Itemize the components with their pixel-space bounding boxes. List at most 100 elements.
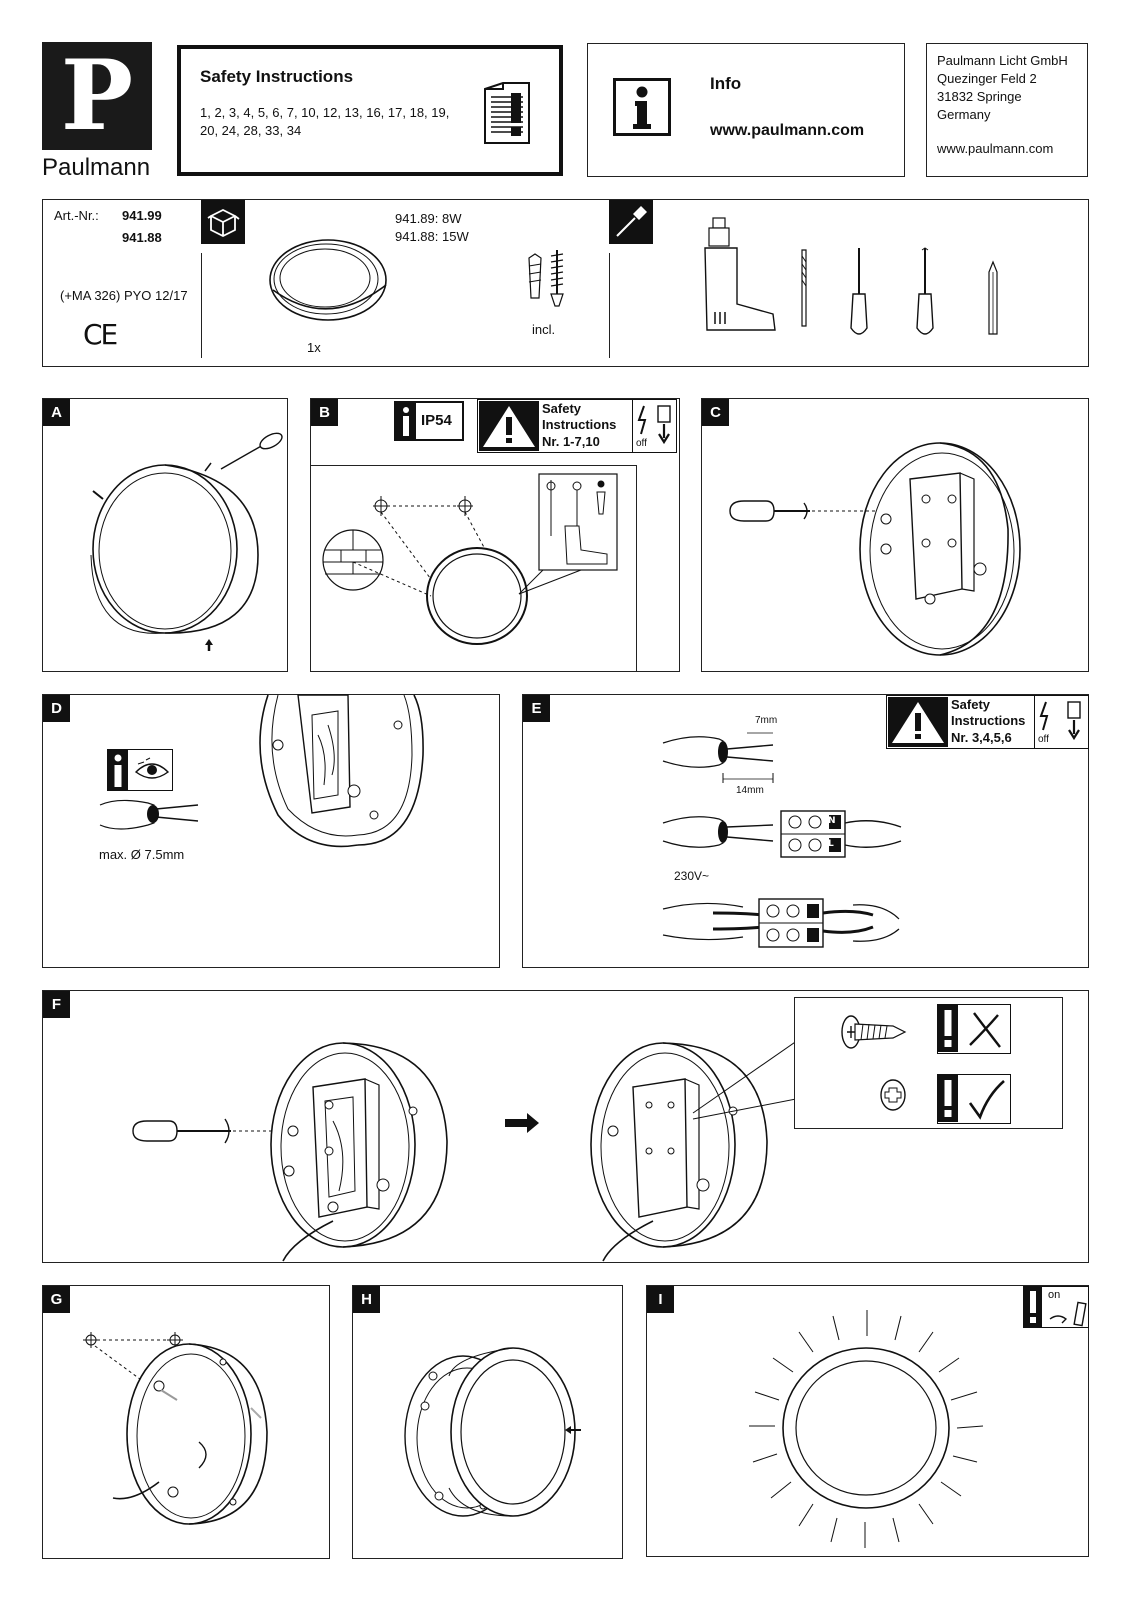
safety-list-line1: 1, 2, 3, 4, 5, 6, 7, 10, 12, 13, 16, 17,…: [200, 105, 450, 120]
dowel-screw-icon: [528, 250, 564, 307]
instructions-label: Instructions: [542, 417, 617, 432]
included-label: incl.: [532, 322, 556, 337]
open-housing-illustration: [729, 442, 1021, 656]
step-label-d: D: [43, 695, 70, 722]
step-a-panel: A: [42, 398, 288, 672]
divider: [609, 253, 610, 358]
article-number-1: 941.99: [122, 208, 162, 223]
terminal-block-illustration: [662, 810, 902, 858]
variant-2: 941.88: 15W: [395, 229, 469, 244]
power-on-badge: on: [1023, 1286, 1089, 1328]
exclamation-icon: [938, 1005, 958, 1052]
instructions-label: Instructions: [951, 713, 1026, 728]
step-label-h: H: [353, 1286, 380, 1313]
wall-mounting-illustration: [322, 473, 618, 645]
power-off-icon: [1039, 701, 1081, 741]
long-screw-icon: [841, 1015, 907, 1049]
safety-list-line2: 20, 24, 28, 33, 34: [200, 123, 302, 138]
warning-triangle-icon: [888, 697, 948, 747]
info-title: Info: [710, 74, 742, 93]
power-off-icon: [637, 405, 671, 445]
ce-mark: CE: [83, 318, 118, 351]
step-label-b: B: [311, 399, 338, 426]
step-c-panel: C: [701, 398, 1089, 672]
article-row: Art.-Nr.: 941.99 941.88 (+MA 326) PYO 12…: [42, 199, 1089, 367]
step-label-c: C: [702, 399, 729, 426]
brand-name: Paulmann: [42, 154, 151, 181]
step-e-panel: E Safety Instructions Nr. 3,4,5,6 off 7m…: [522, 694, 1089, 968]
pencil-icon: [988, 260, 998, 335]
article-label: Art.-Nr.:: [54, 208, 99, 223]
address-line3: 31832 Springe: [937, 89, 1022, 104]
step-label-g: G: [43, 1286, 70, 1313]
step-label-f: F: [43, 991, 70, 1018]
cable-illustration: [99, 799, 199, 830]
exclamation-icon: [938, 1075, 958, 1122]
correct-badge: [937, 1074, 1011, 1124]
checkmark-icon: [968, 1080, 1005, 1120]
cover-mounting-illustration: [404, 1347, 581, 1517]
strip-length-14mm: 14mm: [736, 785, 764, 796]
info-icon: [396, 403, 416, 439]
flat-screwdriver-icon: [850, 248, 868, 335]
info-box: Info www.paulmann.com: [587, 43, 905, 177]
step-label-a: A: [43, 399, 70, 426]
safety-warning-badge: Safety Instructions Nr. 3,4,5,6 off: [886, 695, 1089, 749]
housing-illustration: [259, 694, 424, 848]
safety-numbers: Nr. 3,4,5,6: [951, 730, 1012, 745]
address-box: Paulmann Licht GmbH Quezinger Feld 2 318…: [926, 43, 1088, 177]
closed-housing-illustration: [590, 1042, 768, 1262]
quantity: 1x: [307, 340, 321, 355]
address-line1: Paulmann Licht GmbH: [937, 53, 1068, 68]
package-icon: [201, 200, 245, 244]
housing-screw-illustration: [132, 1042, 448, 1262]
step-h-panel: H: [352, 1285, 623, 1559]
safety-warning-badge: Safety Instructions Nr. 1-7,10 off: [477, 399, 677, 453]
screw-callout: [794, 997, 1063, 1129]
address-url[interactable]: www.paulmann.com: [937, 141, 1054, 156]
screw-head-icon: [880, 1079, 906, 1111]
neutral-label: N: [828, 816, 836, 826]
mounting-detail: [310, 465, 637, 672]
ip-rating: IP54: [421, 412, 452, 429]
step-i-panel: I on: [646, 1285, 1089, 1557]
light-on-illustration: [749, 1310, 984, 1548]
lamp-illustration: [90, 432, 283, 651]
exclamation-icon: [1024, 1287, 1042, 1327]
info-icon: [108, 750, 128, 790]
wrong-badge: [937, 1004, 1011, 1054]
live-label: L: [828, 839, 834, 849]
info-url[interactable]: www.paulmann.com: [710, 122, 865, 139]
document-warning-icon: [484, 82, 530, 144]
wall-fixing-illustration: [83, 1332, 268, 1525]
off-label: off: [1038, 734, 1049, 745]
safety-label: Safety: [951, 697, 991, 712]
drill-icon: [704, 217, 776, 331]
drill-bit-icon: [801, 249, 807, 327]
on-label: on: [1048, 1289, 1061, 1301]
arrow-right-icon: [505, 1113, 539, 1133]
eye-icon: [134, 757, 170, 779]
luminaire-illustration: [269, 239, 387, 321]
address-line2: Quezinger Feld 2: [937, 71, 1037, 86]
cable-strip-illustration: [662, 732, 774, 783]
step-f-panel: F: [42, 990, 1089, 1263]
article-code: (+MA 326) PYO 12/17: [60, 288, 188, 303]
step-label-e: E: [523, 695, 550, 722]
off-label: off: [636, 438, 647, 449]
step-label-i: I: [647, 1286, 674, 1313]
brand-logo: P Paulmann: [42, 42, 154, 182]
strip-length-7mm: 7mm: [755, 715, 778, 726]
cross-icon: [969, 1012, 1001, 1048]
logo-letter: P: [42, 42, 152, 150]
info-eye-badge: [107, 749, 173, 791]
warning-triangle-icon: [479, 401, 539, 451]
safety-label: Safety: [542, 401, 582, 416]
safety-title: Safety Instructions: [200, 67, 354, 86]
info-icon: [613, 78, 671, 136]
step-g-panel: G: [42, 1285, 330, 1559]
divider: [201, 253, 202, 358]
connected-terminal-illustration: [662, 898, 900, 948]
voltage-label: 230V~: [674, 869, 710, 883]
address-line4: Germany: [937, 107, 991, 122]
